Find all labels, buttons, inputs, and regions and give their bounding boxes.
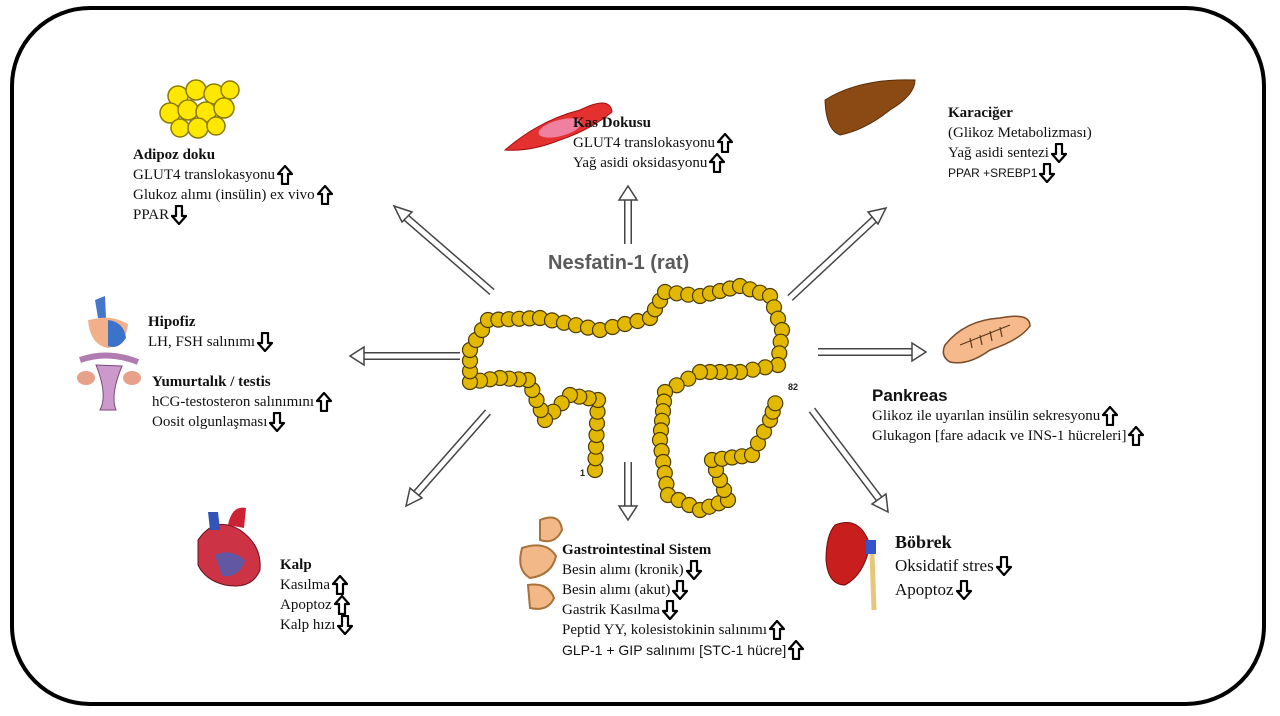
- arrow-to-pituitary: [350, 347, 460, 365]
- pituitary-title: Hipofiz: [148, 312, 275, 332]
- arrow-to-muscle: [619, 186, 637, 244]
- muscle-block: Kas Dokusu GLUT4 translokasyonu Yağ asid…: [573, 113, 735, 173]
- muscle-title: Kas Dokusu: [573, 113, 735, 133]
- gi-title: Gastrointestinal Sistem: [562, 540, 806, 560]
- arrow-down-icon: [1051, 143, 1069, 163]
- pancreas-line: Glukagon [fare adacık ve INS-1 hücreleri…: [872, 426, 1146, 446]
- center-title: Nesfatin-1 (rat): [548, 252, 689, 275]
- chain-end-label: 82: [788, 382, 798, 392]
- arrow-up-icon: [317, 185, 335, 205]
- liver-line: Yağ asidi sentezi: [948, 143, 1092, 163]
- arrow-to-liver: [790, 208, 886, 298]
- adipose-block: Adipoz doku GLUT4 translokasyonu Glukoz …: [133, 145, 335, 225]
- arrow-to-gi: [619, 462, 637, 520]
- arrow-down-icon: [1039, 163, 1057, 183]
- gi-block: Gastrointestinal Sistem Besin alımı (kro…: [562, 540, 806, 660]
- gonad-line: hCG-testosteron salınımını: [152, 392, 334, 412]
- pancreas-illustration: [943, 316, 1030, 363]
- kidney-line: Apoptoz: [895, 578, 1014, 602]
- arrow-up-icon: [717, 133, 735, 153]
- heart-block: Kalp Kasılma Apoptoz Kalp hızı: [280, 555, 355, 635]
- gi-line: Gastrik Kasılma: [562, 600, 806, 620]
- arrow-down-icon: [672, 580, 690, 600]
- gonad-line: Oosit olgunlaşması: [152, 412, 334, 432]
- kidney-illustration: [826, 523, 876, 611]
- arrow-up-icon: [769, 620, 787, 640]
- arrow-up-icon: [1128, 426, 1146, 446]
- liver-line: (Glikoz Metabolizması): [948, 123, 1092, 143]
- kidney-line: Oksidatif stres: [895, 554, 1014, 578]
- adipose-line: Glukoz alımı (insülin) ex vivo: [133, 185, 335, 205]
- arrow-down-icon: [996, 556, 1014, 576]
- adipose-title: Adipoz doku: [133, 145, 335, 165]
- gi-line: Besin alımı (kronik): [562, 560, 806, 580]
- gonad-illustration: [77, 355, 141, 410]
- arrow-down-icon: [337, 615, 355, 635]
- heart-illustration: [198, 508, 260, 586]
- pituitary-illustration: [88, 296, 128, 348]
- gi-line: GLP-1 + GIP salınımı [STC-1 hücre]: [562, 640, 806, 660]
- gonad-block: Yumurtalık / testis hCG-testosteron salı…: [152, 372, 334, 432]
- arrow-to-pancreas: [818, 343, 926, 361]
- gonad-title: Yumurtalık / testis: [152, 372, 334, 392]
- arrow-to-heart: [406, 412, 488, 506]
- arrow-up-icon: [316, 392, 334, 412]
- arrow-up-icon: [277, 165, 295, 185]
- kidney-title: Böbrek: [895, 530, 1014, 554]
- arrow-down-icon: [171, 205, 189, 225]
- gi-line: Besin alımı (akut): [562, 580, 806, 600]
- adipose-line: PPAR: [133, 205, 335, 225]
- kidney-block: Böbrek Oksidatif stres Apoptoz: [895, 530, 1014, 602]
- pancreas-title: Pankreas: [872, 386, 1146, 406]
- muscle-line: Yağ asidi oksidasyonu: [573, 153, 735, 173]
- heart-line: Kalp hızı: [280, 615, 355, 635]
- arrow-down-icon: [956, 580, 974, 600]
- pituitary-block: Hipofiz LH, FSH salınımı: [148, 312, 275, 352]
- gi-illustration: [520, 518, 562, 609]
- arrow-down-icon: [269, 412, 287, 432]
- liver-title: Karaciğer: [948, 103, 1092, 123]
- heart-line: Kasılma: [280, 575, 355, 595]
- heart-title: Kalp: [280, 555, 355, 575]
- muscle-line: GLUT4 translokasyonu: [573, 133, 735, 153]
- arrow-up-icon: [709, 153, 727, 173]
- gi-line: Peptid YY, kolesistokinin salınımı: [562, 620, 806, 640]
- arrow-down-icon: [686, 560, 704, 580]
- adipose-line: GLUT4 translokasyonu: [133, 165, 335, 185]
- effect-arrows: [350, 186, 926, 520]
- liver-line: PPAR +SREBP1: [948, 163, 1092, 183]
- liver-block: Karaciğer (Glikoz Metabolizması) Yağ asi…: [948, 103, 1092, 183]
- chain-start-label: 1: [580, 468, 585, 478]
- pancreas-line: Glikoz ile uyarılan insülin sekresyonu: [872, 406, 1146, 426]
- arrow-down-icon: [257, 332, 275, 352]
- liver-illustration: [825, 80, 915, 135]
- arrow-up-icon: [1102, 406, 1120, 426]
- arrow-down-icon: [662, 600, 680, 620]
- arrow-up-icon: [332, 575, 350, 595]
- arrow-to-adipose: [394, 206, 492, 292]
- arrow-up-icon: [788, 640, 806, 660]
- heart-line: Apoptoz: [280, 595, 355, 615]
- adipose-illustration: [160, 80, 239, 138]
- pituitary-line: LH, FSH salınımı: [148, 332, 275, 352]
- peptide-bead: [768, 396, 783, 411]
- pancreas-block: Pankreas Glikoz ile uyarılan insülin sek…: [872, 386, 1146, 446]
- arrow-up-icon: [334, 595, 352, 615]
